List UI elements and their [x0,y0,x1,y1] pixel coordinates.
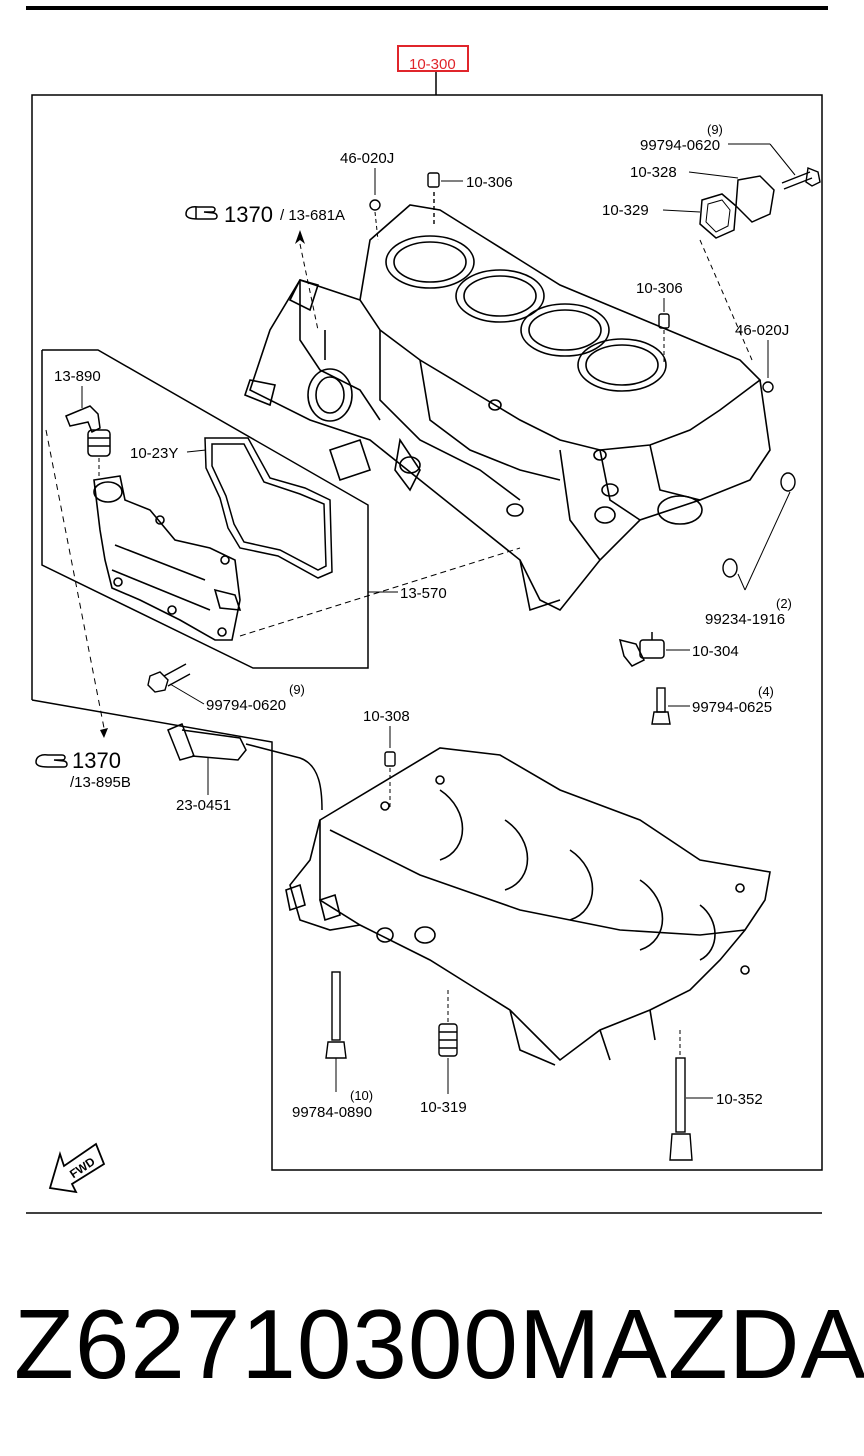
label-13-570: 13-570 [400,585,447,602]
sleeve-10-308 [384,751,396,767]
label-99234-1916: 99234-1916 [705,611,785,628]
qty-99234-1916: (2) [776,596,792,611]
bolt-99794-0625 [651,687,671,725]
label-99784-0890: 99784-0890 [292,1104,372,1121]
bolt-99784-0890 [325,971,347,1059]
cover-10-328 [735,175,775,223]
ref-1370-left: 1370 [72,748,121,773]
label-46-020J-right: 46-020J [735,322,789,339]
label-10-304: 10-304 [692,643,739,660]
oil-separator-frame [41,349,369,669]
part-number: Z62710300 [14,1289,519,1399]
sleeve-10-306-right [658,313,670,329]
label-10-329: 10-329 [602,202,649,219]
gasket-10-329 [699,193,737,239]
footer-title: Z62710300 MAZDA [14,1284,864,1404]
qty-99784-0890: (10) [350,1088,373,1103]
upper-block-frame [31,94,823,1171]
oil-separator-cover [93,475,242,641]
label-99794-0620-mid: 99794-0620 [206,697,286,714]
knock-sensor-23-0451 [167,723,323,811]
lower-block-bedplate [285,747,771,1066]
fitting-13-890 [65,405,111,457]
label-10-306-top: 10-306 [466,174,513,191]
ref-13-681A: / 13-681A [280,207,345,224]
sleeve-10-306-top [427,172,440,225]
bolt-99794-0620-mid [147,663,191,693]
qty-99794-0620-top: (9) [707,122,723,137]
plug-46-020J-top [369,199,381,211]
plug-46-020J-right [762,381,774,393]
label-10-352: 10-352 [716,1091,763,1108]
qty-99794-0625: (4) [758,684,774,699]
brand-name: MAZDA [518,1289,864,1399]
label-10-308: 10-308 [363,708,410,725]
label-13-890: 13-890 [54,368,101,385]
pointing-hand-icon [185,206,218,220]
pointing-hand-icon [35,754,68,768]
oil-jet-10-304 [618,632,665,667]
gasket-10-23Y [204,437,333,579]
assembly-ref-highlight [397,45,469,72]
qty-99794-0620-mid: (9) [289,682,305,697]
ref-13-895B: /13-895B [70,774,131,791]
bushing-99234-1916 [722,472,796,578]
cylinder-block-upper [244,204,771,612]
ref-1370-top: 1370 [224,202,273,227]
bolt-99794-0620-top [781,167,821,190]
label-99794-0620-top: 99794-0620 [640,137,720,154]
label-10-319: 10-319 [420,1099,467,1116]
fwd-arrow-icon: FWD [48,1142,106,1194]
label-10-23Y: 10-23Y [130,445,178,462]
label-23-0451: 23-0451 [176,797,231,814]
label-10-306-right: 10-306 [636,280,683,297]
label-46-020J-top: 46-020J [340,150,394,167]
plug-10-319 [438,1023,458,1057]
label-10-328: 10-328 [630,164,677,181]
bolt-10-352 [669,1057,693,1161]
label-99794-0625: 99794-0625 [692,699,772,716]
assembly-ref-label: 10-300 [409,56,456,73]
